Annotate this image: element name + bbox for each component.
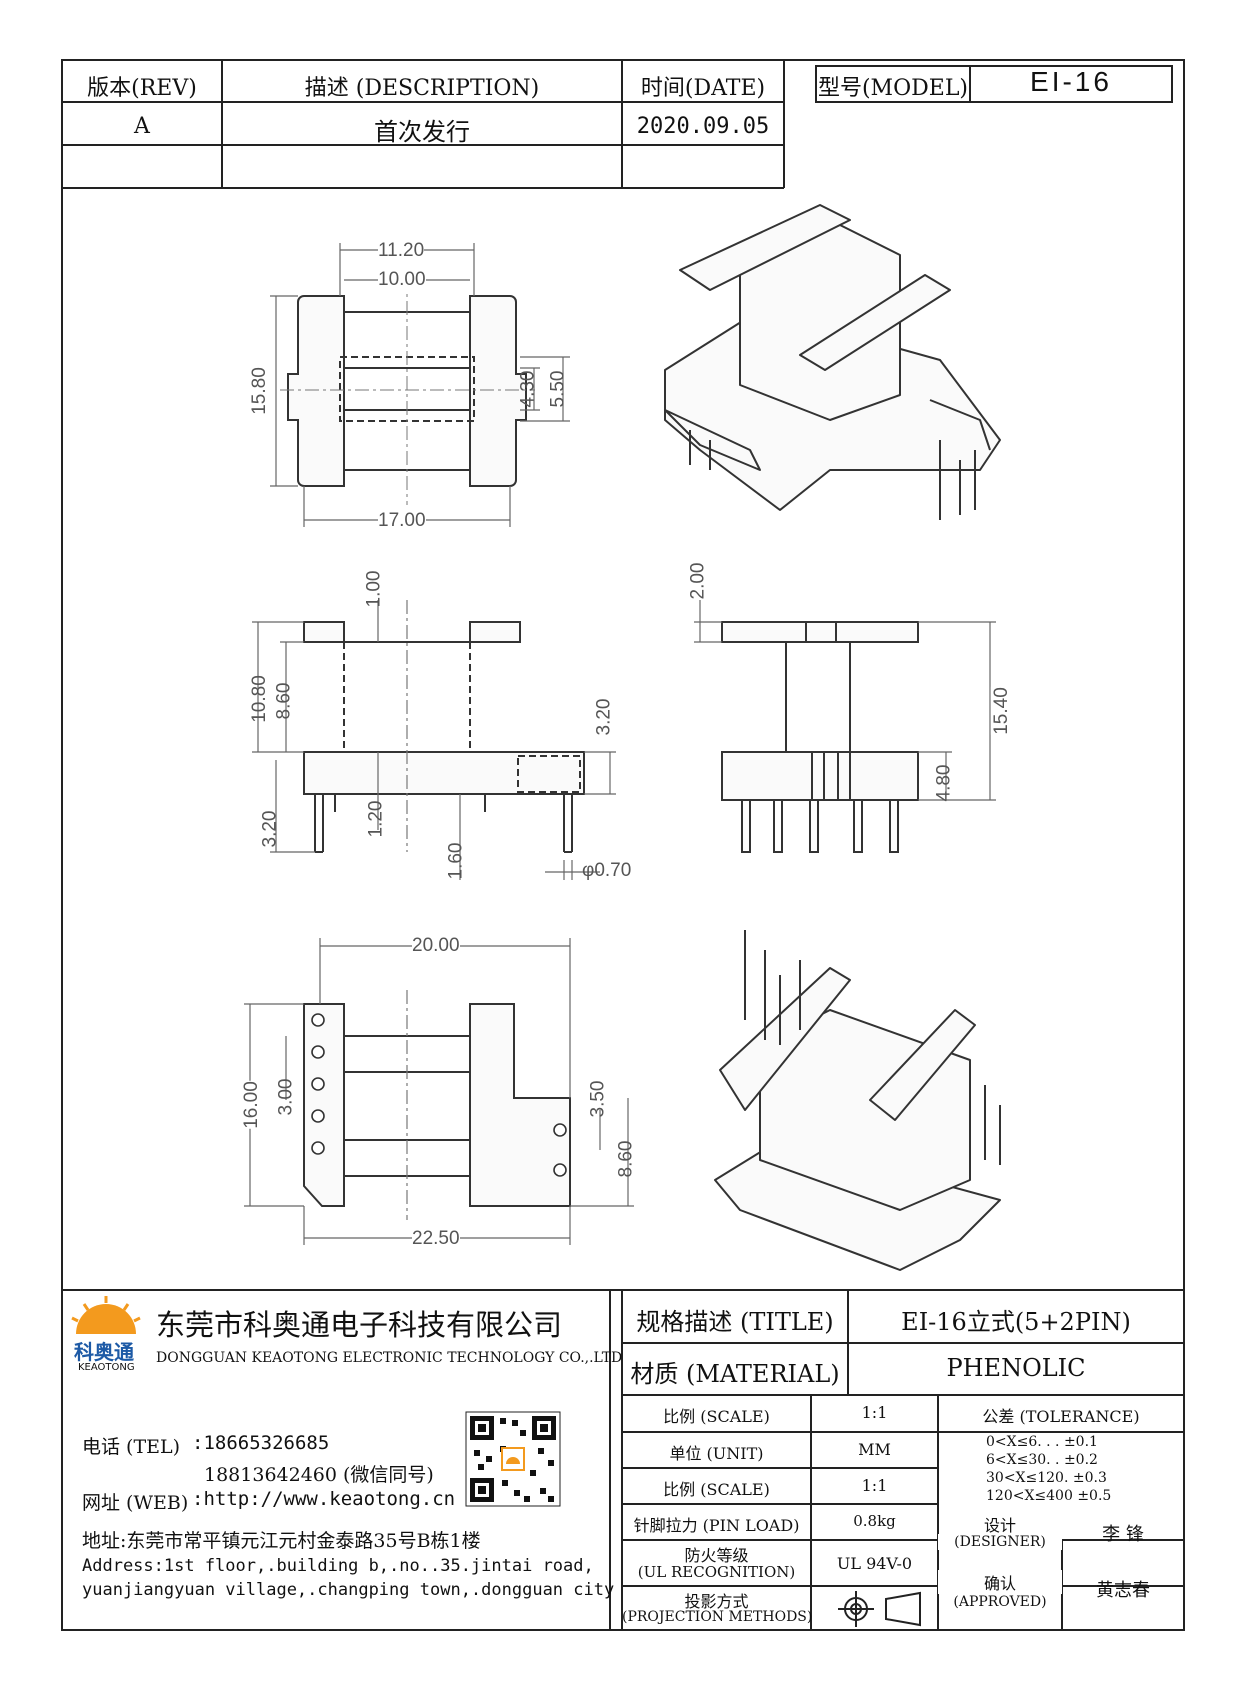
tolerance-line-2: 6<X≤30. . ±0.2	[986, 1452, 1098, 1468]
sunrise-logo-icon	[71, 1296, 141, 1334]
dim-4-30: 4.30	[517, 370, 539, 408]
bottom-view-pin-notches	[311, 1013, 567, 1177]
qr-code-icon	[465, 1411, 561, 1507]
dim-3-20-a: 3.20	[593, 698, 615, 736]
tel-2: 18813642460 (微信同号)	[204, 1464, 434, 1486]
top-view-centerlines	[280, 276, 535, 505]
tolerance-line-3: 30<X≤120. ±0.3	[986, 1470, 1107, 1486]
address-en-2: yuanjiangyuan village,.changping town,.d…	[82, 1580, 615, 1600]
logo-subtext: KEAOTONG	[78, 1362, 135, 1373]
dim-10-80: 10.80	[248, 675, 270, 723]
address-cn: 地址:东莞市常平镇元江元村金泰路35号B栋1楼	[82, 1530, 481, 1552]
dim-3-20-b: 3.20	[259, 810, 281, 848]
top-view	[287, 295, 527, 487]
dim-3-50: 3.50	[587, 1080, 609, 1118]
web-link[interactable]: :http://www.keaotong.cn	[192, 1488, 456, 1510]
title-value: EI-16立式(5+2PIN)	[901, 1308, 1131, 1336]
designer-value: 李 锋	[1102, 1524, 1144, 1545]
dim-5-50: 5.50	[547, 370, 569, 408]
unit-value: MM	[858, 1440, 891, 1459]
projection-label-en: (PROJECTION METHODS)	[622, 1609, 813, 1625]
date-value: 2020.09.05	[636, 114, 770, 139]
model-label: 型号(MODEL)	[817, 76, 969, 101]
approved-label-cn: 确认	[938, 1570, 1062, 1594]
material-label: 材质 (MATERIAL)	[630, 1360, 840, 1388]
revision-table	[62, 60, 785, 189]
bottom-view-dimlines	[244, 938, 634, 1245]
dim-22-50: 22.50	[412, 1228, 460, 1250]
tolerance-label: 公差 (TOLERANCE)	[982, 1407, 1140, 1426]
front-view-dimlines	[252, 600, 616, 880]
designer-label-cn: 设计	[983, 1516, 1016, 1535]
side-view	[721, 621, 919, 853]
address-en-1: Address:1st floor,.building b,.no..35.ji…	[82, 1556, 594, 1576]
scale2-value: 1:1	[861, 1476, 888, 1495]
company-name-cn: 东莞市科奥通电子科技有限公司	[156, 1308, 563, 1342]
dim-2-00: 2.00	[687, 562, 709, 600]
rev-header: 版本(REV)	[87, 76, 197, 101]
title-block-frame	[62, 1289, 1184, 1630]
model-value: EI-16	[1030, 66, 1112, 97]
logo-text: 科奥通	[74, 1340, 134, 1364]
bottom-view	[303, 1003, 571, 1207]
scale2-label: 比例 (SCALE)	[663, 1480, 770, 1499]
dim-1-20: 1.20	[365, 800, 387, 838]
dim-8-60-b: 8.60	[615, 1140, 637, 1178]
dim-10-00: 10.00	[378, 269, 426, 291]
dim-3-00: 3.00	[275, 1078, 297, 1116]
date-header: 时间(DATE)	[640, 76, 766, 101]
iso-view-1	[664, 204, 1001, 520]
ul-value: UL 94V-0	[836, 1554, 913, 1573]
approved-value: 黄志春	[1096, 1580, 1150, 1601]
dim-16-00: 16.00	[240, 1081, 263, 1129]
company-name-en: DONGGUAN KEAOTONG ELECTRONIC TECHNOLOGY …	[156, 1350, 623, 1366]
front-view	[303, 621, 585, 853]
projection-label-cn: 投影方式	[684, 1592, 749, 1611]
scale-value: 1:1	[861, 1403, 888, 1422]
dim-17-00: 17.00	[378, 510, 426, 532]
tolerance-line-4: 120<X≤400 ±0.5	[986, 1488, 1112, 1504]
tolerance-line-1: 0<X≤6. . . ±0.1	[986, 1434, 1098, 1450]
dim-15-40: 15.40	[990, 687, 1013, 735]
description-value: 首次发行	[374, 118, 470, 146]
tel-label: 电话 (TEL)	[82, 1436, 181, 1458]
side-view-dimlines	[694, 600, 996, 801]
iso-view-2	[714, 930, 1001, 1271]
dim-8-60: 8.60	[273, 682, 295, 720]
scale-label: 比例 (SCALE)	[663, 1407, 770, 1426]
dim-15-80: 15.80	[248, 367, 270, 415]
ul-label-en: (UL RECOGNITION)	[637, 1563, 796, 1581]
dim-pin-diameter: φ0.70	[582, 860, 632, 881]
ul-label-cn: 防火等级	[684, 1546, 749, 1565]
projection-symbol-icon	[838, 1591, 921, 1627]
rev-value: A	[134, 114, 150, 139]
pinload-label: 针脚拉力 (PIN LOAD)	[633, 1516, 800, 1535]
tel-1: :18665326685	[192, 1432, 330, 1454]
model-box	[815, 65, 1173, 103]
pinload-value: 0.8kg	[853, 1512, 896, 1530]
description-header: 描述 (DESCRIPTION)	[304, 76, 540, 101]
designer-label-en: (DESIGNER)	[938, 1534, 1062, 1550]
material-value: PHENOLIC	[946, 1354, 1086, 1382]
dim-20-00: 20.00	[412, 935, 460, 957]
approved-label-en: (APPROVED)	[953, 1594, 1047, 1610]
dim-1-60: 1.60	[445, 842, 467, 880]
title-label: 规格描述 (TITLE)	[636, 1308, 834, 1336]
web-label: 网址 (WEB)	[82, 1492, 189, 1514]
dim-11-20: 11.20	[378, 240, 425, 262]
unit-label: 单位 (UNIT)	[669, 1444, 764, 1463]
dim-1-00: 1.00	[363, 570, 385, 608]
dim-4-80: 4.80	[933, 764, 955, 802]
